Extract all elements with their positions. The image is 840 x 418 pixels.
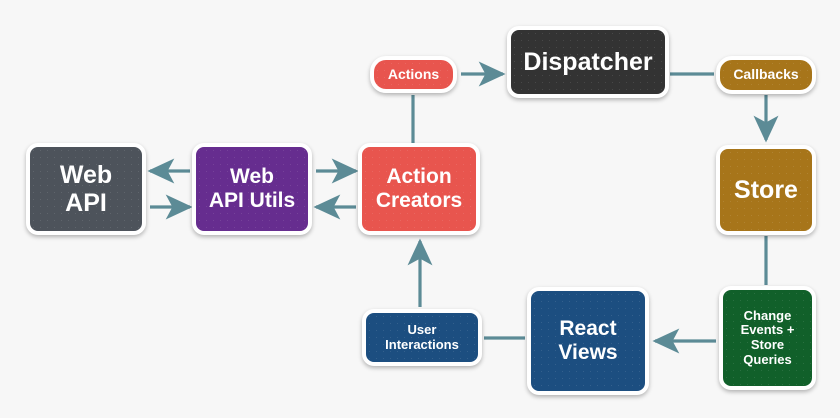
node-dispatcher[interactable]: Dispatcher <box>507 26 669 98</box>
node-store[interactable]: Store <box>716 145 816 235</box>
node-callbacks-label: Callbacks <box>733 66 799 83</box>
node-store-label: Store <box>734 176 798 204</box>
node-actions-label: Actions <box>387 65 440 82</box>
node-callbacks[interactable]: Callbacks <box>716 56 816 94</box>
node-actions[interactable]: Actions <box>370 56 457 93</box>
node-dispatcher-label: Dispatcher <box>523 48 653 76</box>
